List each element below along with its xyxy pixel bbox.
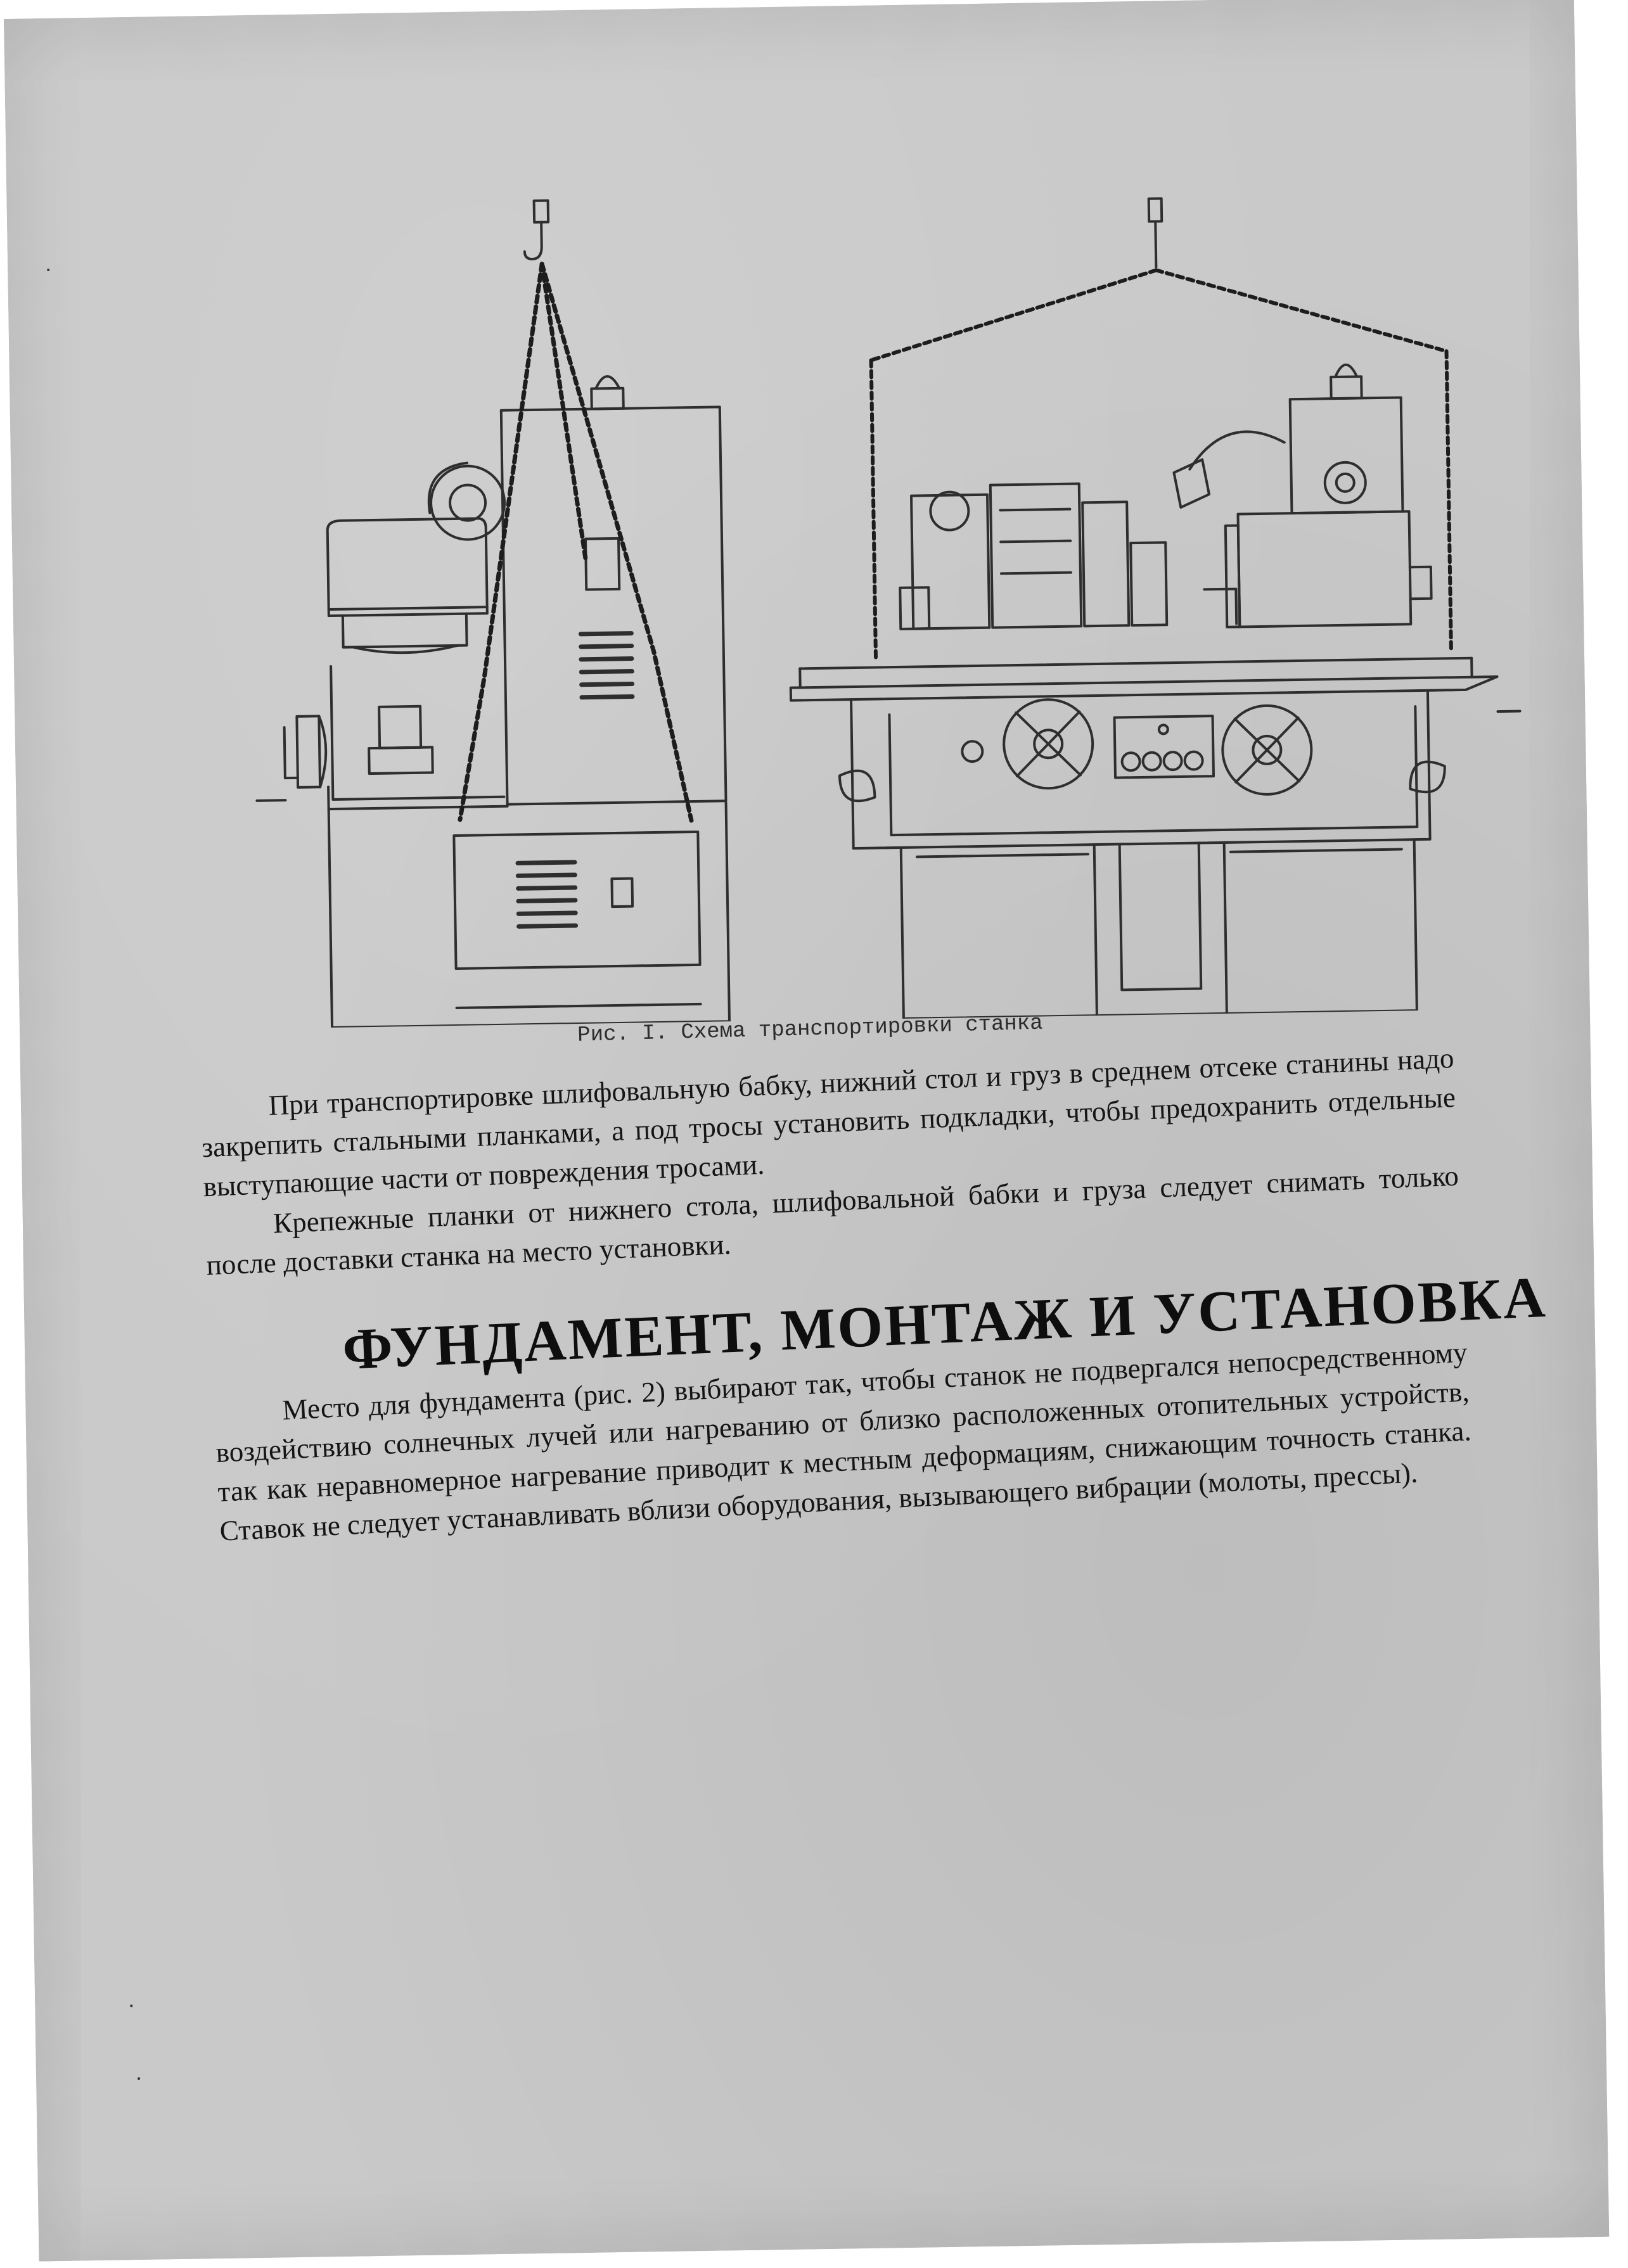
machine-front-view <box>789 197 1522 1020</box>
scan-speck <box>138 2077 141 2080</box>
scanned-page: Рис. I. Схема транспортировки станка При… <box>4 0 1610 2262</box>
scan-speck <box>130 2004 133 2008</box>
machine-side-view <box>255 199 731 1029</box>
scan-speck <box>47 268 50 271</box>
machine-transport-figure <box>255 197 1522 1029</box>
transport-text: При транспортировке шлифовальную бабку, … <box>200 1038 1461 1285</box>
